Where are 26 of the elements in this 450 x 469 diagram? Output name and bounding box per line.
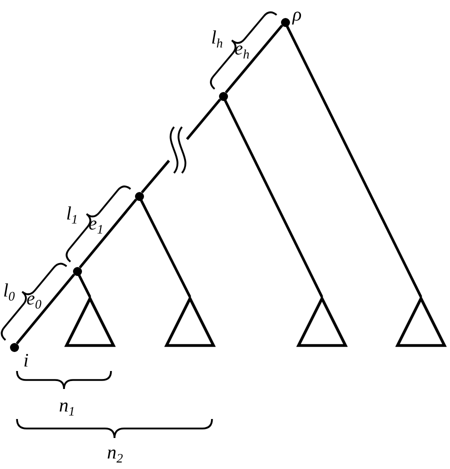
node-label: i xyxy=(23,352,29,370)
bracket-label: l$_{h}$ xyxy=(211,28,223,48)
branch-line xyxy=(186,98,222,140)
node-dot xyxy=(72,266,82,276)
bracket-label: n$_{1}$ xyxy=(59,396,75,416)
branch-line xyxy=(78,198,138,268)
branch-line xyxy=(140,160,170,194)
branch-line xyxy=(140,199,192,298)
bracket-label: l$_{0}$ xyxy=(3,282,15,300)
node-dot xyxy=(134,192,144,200)
bracket-label: n$_{2}$ xyxy=(107,444,123,462)
subtree-triangle xyxy=(165,297,215,347)
subtree-triangle xyxy=(65,297,115,347)
edge-label: e$_{0}$ xyxy=(26,290,42,308)
branch-line xyxy=(16,274,76,344)
subtree-triangle xyxy=(297,297,347,347)
bracket-label: l$_{1}$ xyxy=(66,204,78,224)
subtree-triangle xyxy=(396,297,446,347)
node-dot xyxy=(218,92,228,100)
branch-line xyxy=(286,25,422,298)
break-mark xyxy=(169,126,187,174)
branch-line xyxy=(224,99,324,298)
branch-line xyxy=(224,24,284,94)
node-label: ρ xyxy=(292,6,302,24)
branch-line xyxy=(78,274,92,298)
edge-label: e$_{h}$ xyxy=(234,40,250,58)
